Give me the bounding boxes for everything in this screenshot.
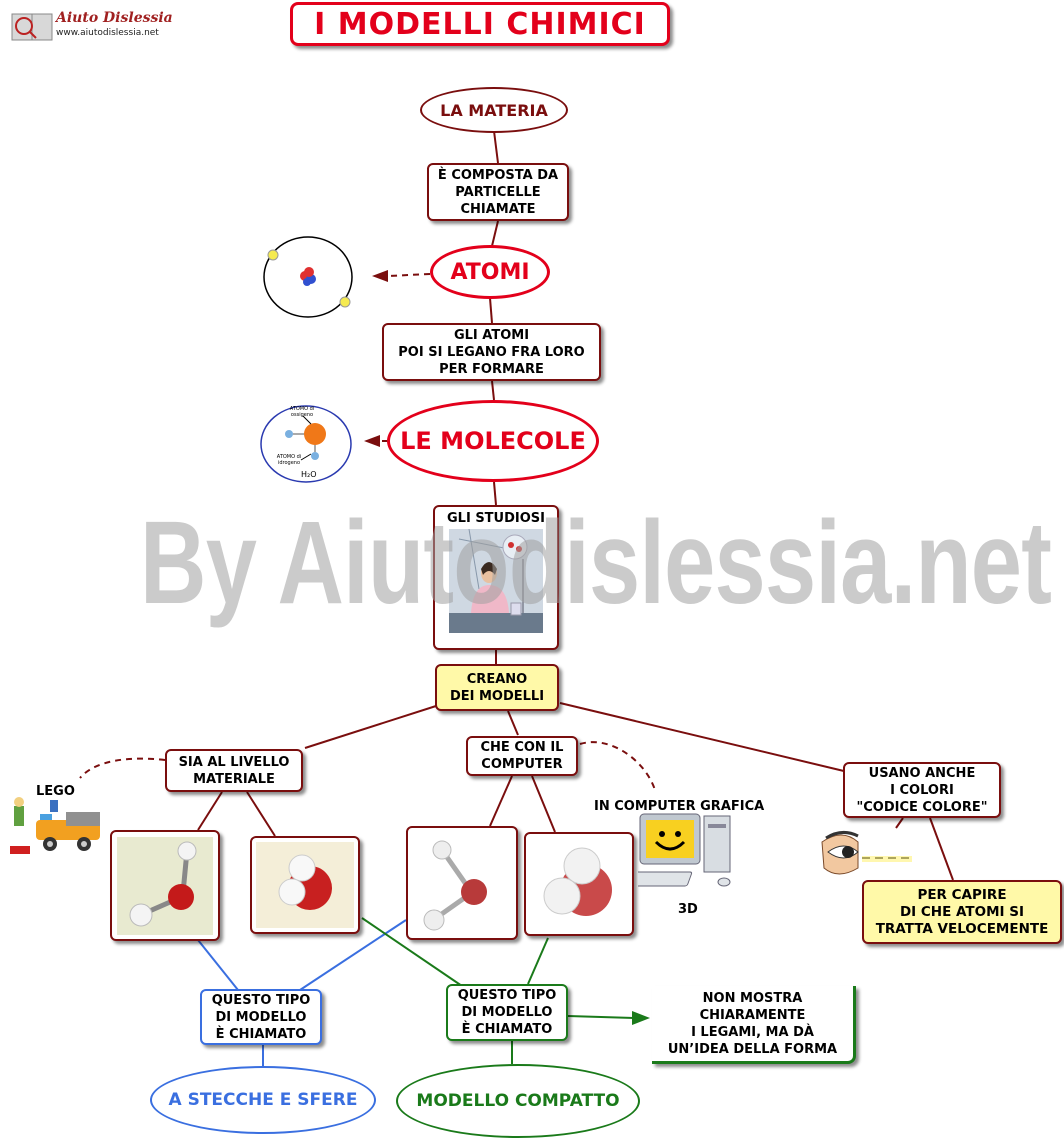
- studiosi-label: GLI STUDIOSI: [447, 511, 545, 526]
- lego-label: LEGO: [36, 784, 75, 799]
- node-per-capire: PER CAPIRE DI CHE ATOMI SI TRATTA VELOCE…: [862, 880, 1062, 944]
- node-livello-materiale: SIA AL LIVELLO MATERIALE: [165, 749, 303, 792]
- logo-url: www.aiutodislessia.net: [56, 28, 159, 38]
- node-gli-atomi: GLI ATOMI POI SI LEGANO FRA LORO PER FOR…: [382, 323, 601, 381]
- compact-physical-model: [250, 836, 360, 934]
- compact-render: [543, 847, 612, 916]
- page-title: I MODELLI CHIMICI: [290, 2, 670, 46]
- node-tipo-modello-stecche: QUESTO TIPO DI MODELLO È CHIAMATO: [200, 989, 322, 1045]
- computer-grafica-label: IN COMPUTER GRAFICA: [594, 799, 765, 814]
- water-molecule-icon: [260, 405, 352, 483]
- compact-photo: [256, 842, 354, 928]
- node-tipo-modello-compatto: QUESTO TIPO DI MODELLO È CHIAMATO: [446, 984, 568, 1041]
- atom-icon: [263, 236, 353, 318]
- h2o-label: H₂O: [301, 470, 317, 479]
- node-modello-compatto: MODELLO COMPATTO: [396, 1064, 640, 1138]
- ball-stick-physical-model: [110, 830, 220, 941]
- ball-stick-photo: [117, 837, 213, 935]
- smiling-computer-icon: [638, 813, 731, 887]
- molecule-diagram: ATOMO di ossigeno ATOMO di idrogeno H₂O: [259, 404, 353, 484]
- 3d-label: 3D: [678, 902, 698, 917]
- node-non-mostra: NON MOSTRA CHIARAMENTE I LEGAMI, MA DÀ U…: [652, 986, 856, 1064]
- node-gli-studiosi: GLI STUDIOSI: [433, 505, 559, 650]
- compact-computer-model: [524, 832, 634, 936]
- node-con-computer: CHE CON IL COMPUTER: [466, 736, 578, 776]
- node-atomi: ATOMI: [430, 245, 550, 299]
- ball-stick-render: [423, 840, 487, 931]
- node-la-materia: LA MATERIA: [420, 87, 568, 133]
- node-composta: È COMPOSTA DA PARTICELLE CHIAMATE: [427, 163, 569, 221]
- logo: [10, 8, 170, 44]
- node-le-molecole: LE MOLECOLE: [387, 400, 599, 482]
- hydrogen-atom-label: ATOMO di idrogeno: [276, 454, 302, 466]
- ball-stick-computer-model: [406, 826, 518, 940]
- eye-icon: [821, 831, 912, 875]
- lego-toy-icon: [10, 797, 100, 854]
- logo-name: Aiuto Dislessia: [56, 10, 173, 26]
- oxygen-atom-label: ATOMO di ossigeno: [289, 406, 315, 418]
- node-stecche-sfere: A STECCHE E SFERE: [150, 1066, 376, 1134]
- book-icon: [11, 13, 53, 41]
- node-creano-modelli: CREANO DEI MODELLI: [435, 664, 559, 711]
- scientist-illustration: [449, 529, 543, 633]
- node-codice-colore: USANO ANCHE I COLORI "CODICE COLORE": [843, 762, 1001, 818]
